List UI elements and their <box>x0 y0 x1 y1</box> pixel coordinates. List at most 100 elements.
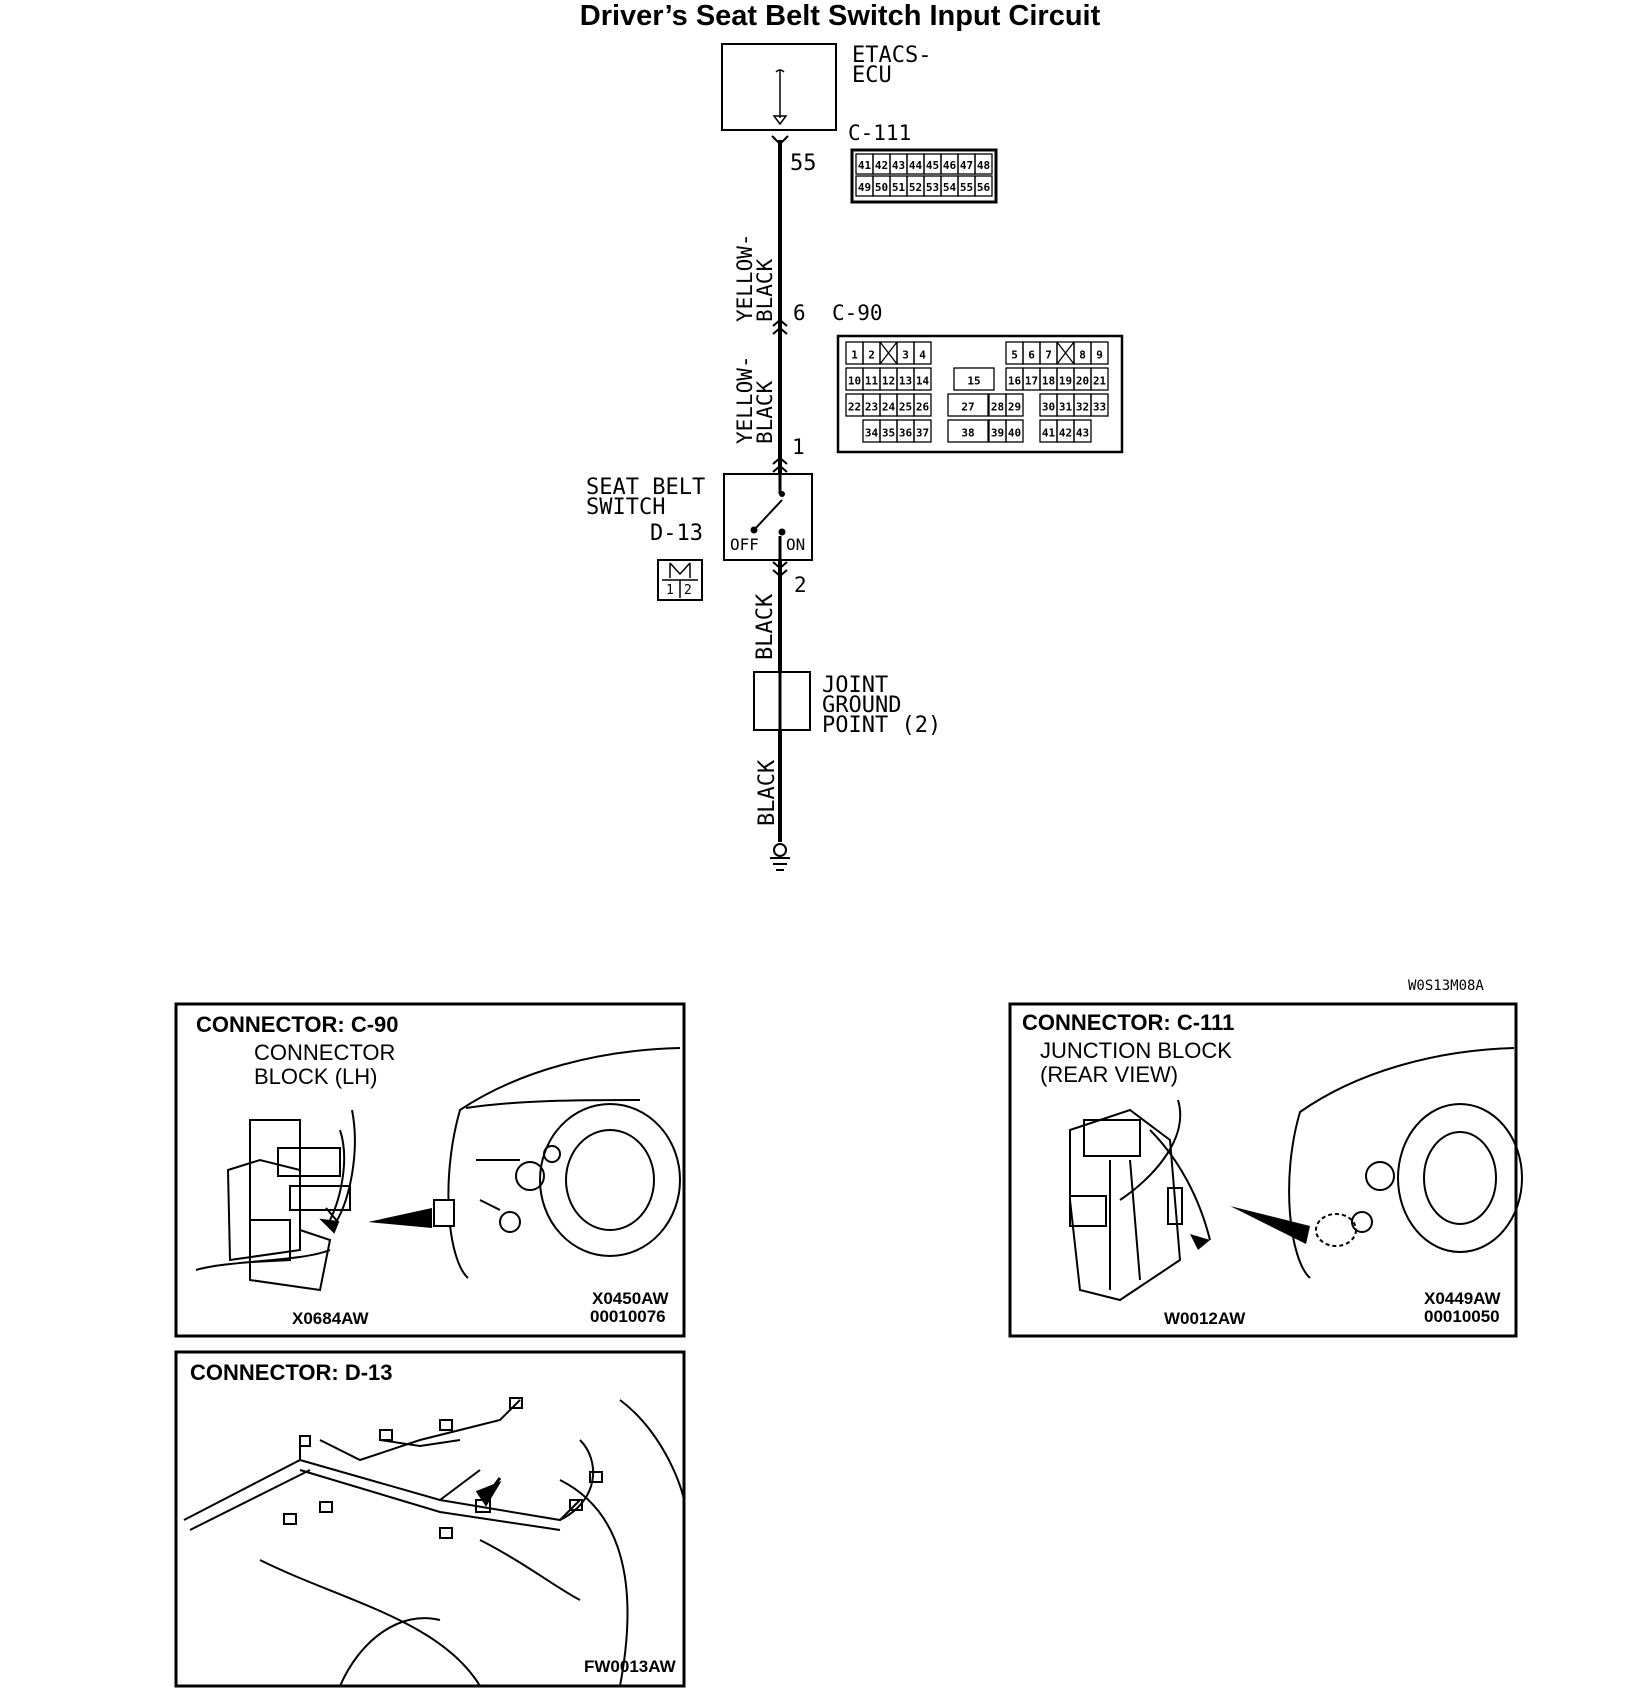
c90-pin-39: 39 <box>991 426 1004 439</box>
c90-pin-13: 13 <box>899 374 912 387</box>
locator-arrow-icon-c111 <box>1190 1234 1210 1250</box>
c90-pin-33: 33 <box>1093 400 1106 413</box>
c111-pin-53: 53 <box>926 181 939 194</box>
switch-name-line1: SEAT BELT <box>586 475 705 500</box>
switch-on-label: ON <box>786 535 805 554</box>
c90-pin-20: 20 <box>1076 374 1089 387</box>
c90-pin-35: 35 <box>882 426 895 439</box>
diagram-title: Driver’s Seat Belt Switch Input Circuit <box>579 0 1101 32</box>
ecu-name-line1: ETACS- <box>852 43 931 68</box>
c90-location-marker <box>433 1199 455 1227</box>
dashboard-illustration <box>447 1047 681 1279</box>
joint-label-line3: POINT (2) <box>822 713 941 738</box>
c111-pin-50: 50 <box>875 181 888 194</box>
connector-block-illustration <box>195 1109 356 1292</box>
c90-pin-33-cell <box>1090 393 1109 417</box>
c90-pin-17: 17 <box>1025 374 1038 387</box>
panel-c90-heading: CONNECTOR: C-90 <box>196 1012 399 1037</box>
c90-pin-38-cell <box>947 419 989 443</box>
c90-pin-29-cell <box>1005 393 1024 417</box>
panel-d13-code: FW0013AW <box>584 1657 677 1676</box>
c111-pin-48-cell <box>974 153 993 175</box>
c90-pin-25: 25 <box>899 400 912 413</box>
ecu-input-symbol-icon <box>772 69 788 126</box>
c90-pin-27: 27 <box>961 400 974 413</box>
c111-pin-56-cell <box>974 175 993 197</box>
d13-pin-2: 2 <box>684 583 692 598</box>
c90-pin-14-cell <box>913 367 932 391</box>
c90-pin-8: 8 <box>1079 348 1086 361</box>
floor-harness-illustration <box>183 1397 685 1687</box>
c90-pin-2: 2 <box>868 348 875 361</box>
joint-label-line1: JOINT <box>822 673 888 698</box>
switch-name-line2: SWITCH <box>586 495 665 520</box>
c90-label: C-90 <box>832 301 883 325</box>
c90-pin-19: 19 <box>1059 374 1072 387</box>
connector-c90-locator-panel: CONNECTOR: C-90 CONNECTOR BLOCK (LH) <box>174 1002 686 1338</box>
c90-pin-15-cell <box>953 367 995 391</box>
c90-pin-43-cell <box>1073 419 1092 443</box>
c90-pin-23: 23 <box>865 400 878 413</box>
panel-c90-code-right2: 00010076 <box>590 1307 666 1326</box>
ground-wire-color: BLACK <box>755 759 780 826</box>
c90-pin-32: 32 <box>1076 400 1089 413</box>
c90-pin-7: 7 <box>1045 348 1052 361</box>
panel-c111-heading: CONNECTOR: C-111 <box>1022 1010 1234 1035</box>
c90-pin-4: 4 <box>919 348 926 361</box>
panel-c90-code-left: X0684AW <box>292 1309 369 1328</box>
joint-ground-point-box <box>753 671 811 731</box>
seat-belt-switch-box <box>723 473 813 561</box>
ecu-name-line2: ECU <box>852 63 892 88</box>
c90-pin-29: 29 <box>1008 400 1021 413</box>
c90-pin-28: 28 <box>991 400 1004 413</box>
etacs-ecu-box <box>721 43 837 131</box>
c90-pin-3: 3 <box>902 348 909 361</box>
c90-pin-14: 14 <box>916 374 930 387</box>
c111-pin-44: 44 <box>909 159 923 172</box>
d13-pin2-chevron-icon <box>772 561 788 578</box>
panel-c111-desc-line2: (REAR VIEW) <box>1040 1062 1178 1087</box>
junction-block-illustration <box>1069 1099 1211 1302</box>
panel-c90-desc-line2: BLOCK (LH) <box>254 1064 377 1089</box>
c90-pin-42: 42 <box>1059 426 1072 439</box>
panel-c111-code-right2: 00010050 <box>1424 1307 1500 1326</box>
c111-pin-54: 54 <box>943 181 957 194</box>
c90-pin-4-cell <box>913 341 932 365</box>
c90-pin-6: 6 <box>793 301 806 325</box>
c90-pin-22: 22 <box>848 400 861 413</box>
c111-pin-45: 45 <box>926 159 939 172</box>
c90-pin-10: 10 <box>848 374 861 387</box>
c111-pin-43: 43 <box>892 159 905 172</box>
panel-c90-desc-line1: CONNECTOR <box>254 1040 395 1065</box>
d13-pin-1: 1 <box>666 583 674 598</box>
c90-pin-37-cell <box>913 419 932 443</box>
c90-pin-1: 1 <box>792 435 805 459</box>
upper-wire-color-line2: BLACK <box>753 258 777 322</box>
d13-label: D-13 <box>650 521 703 546</box>
c90-pin-36: 36 <box>899 426 913 439</box>
lower-wire-color: BLACK <box>753 593 778 660</box>
dashboard-illustration-c111 <box>1288 1047 1523 1279</box>
c90-pin-37: 37 <box>916 426 929 439</box>
c111-pin-42: 42 <box>875 159 888 172</box>
c111-pin-52: 52 <box>909 181 922 194</box>
view-direction-arrow-icon-c111 <box>1230 1206 1310 1244</box>
c90-pin-31: 31 <box>1059 400 1073 413</box>
connector-c111-locator-panel: CONNECTOR: C-111 JUNCTION BLOCK (REAR VI… <box>1008 1002 1523 1338</box>
ecu-pin-55: 55 <box>790 151 817 176</box>
c111-pin-41: 41 <box>858 159 872 172</box>
joint-label-line2: GROUND <box>822 693 901 718</box>
figure-code: W0S13M08A <box>1408 978 1484 994</box>
ground-symbol-icon <box>770 843 790 871</box>
c90-pin-41: 41 <box>1042 426 1056 439</box>
switch-contact <box>753 499 783 531</box>
panel-c111-code-right1: X0449AW <box>1424 1289 1501 1308</box>
c90-pin-43: 43 <box>1076 426 1089 439</box>
middle-wire-color-line2: BLACK <box>753 380 777 444</box>
d13-pin-2-label: 2 <box>794 573 807 597</box>
panel-c111-desc-line1: JUNCTION BLOCK <box>1040 1038 1232 1063</box>
c111-pin-46: 46 <box>943 159 957 172</box>
